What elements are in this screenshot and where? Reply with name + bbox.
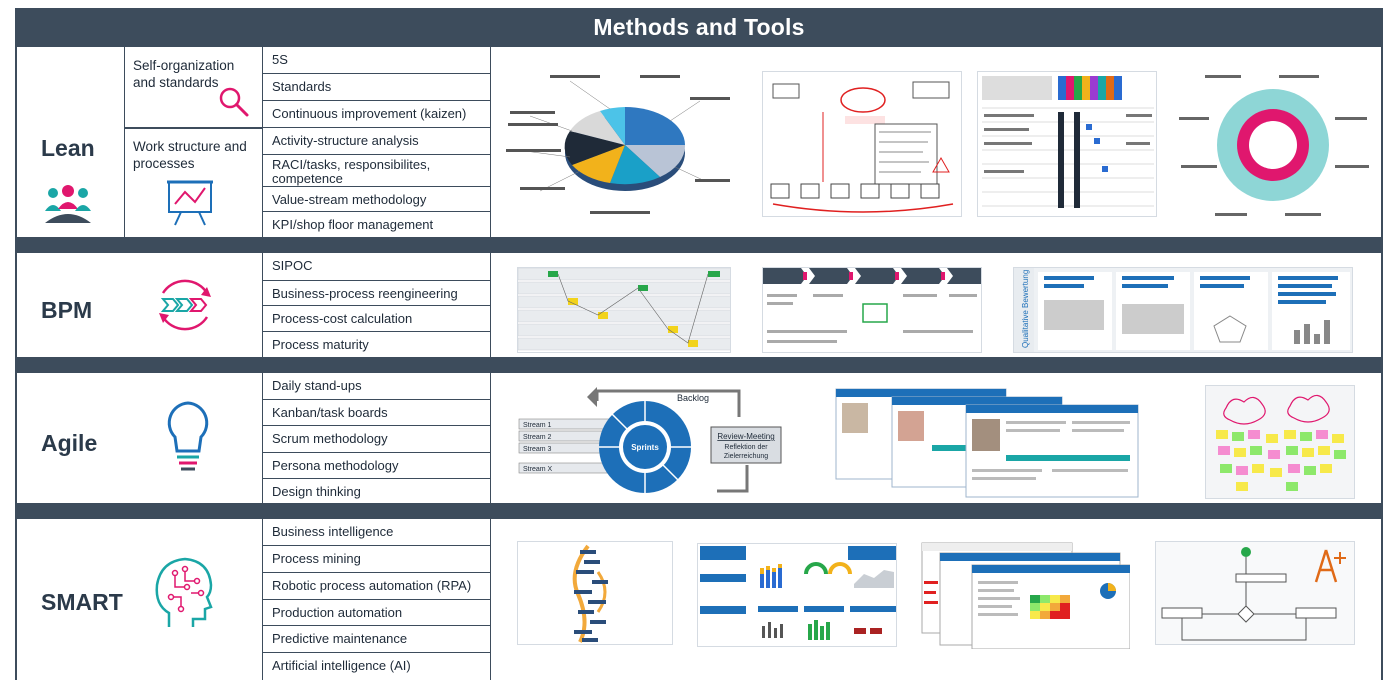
persona-sheets-thumbnail: [832, 385, 1142, 499]
list-item: Process mining: [263, 546, 491, 573]
list-item: Predictive maintenance: [263, 626, 491, 653]
list-item: Design thinking: [272, 484, 361, 499]
lean-subgroup-1: Self-organization and standards: [125, 47, 263, 127]
bpm-category-cell: BPM: [17, 253, 263, 357]
sticky-note-board-thumbnail: [1205, 385, 1355, 499]
subgroup-divider: [125, 127, 263, 129]
team-meeting-icon: [43, 185, 93, 230]
list-item: SIPOC: [263, 253, 491, 281]
stream-label: Stream 3: [523, 446, 552, 453]
process-cycle-icon: [155, 275, 215, 340]
lean-label: Lean: [41, 135, 95, 161]
bi-dashboard-thumbnail: [697, 543, 897, 647]
process-mining-thumbnail: [517, 541, 673, 645]
rpa-workflow-thumbnail: [1155, 541, 1355, 645]
maturity-assessment-thumbnail: Qualitative Bewertung Reifegrad: [1013, 267, 1353, 353]
bpm-label: BPM: [41, 297, 93, 323]
agile-items: Daily stand-ups Kanban/task boards Scrum…: [263, 373, 491, 503]
ai-head-icon: [151, 555, 215, 636]
lean-items: 5S Standards Continuous improvement (kai…: [263, 47, 491, 237]
lightbulb-icon: [163, 399, 213, 484]
list-item: Kanban/task boards: [263, 400, 491, 426]
raci-matrix-thumbnail: [977, 71, 1157, 217]
smart-category-cell: SMART: [17, 519, 263, 680]
lean-category-cell: Lean: [17, 47, 125, 237]
list-item: Business-process reengineering: [263, 281, 491, 306]
swimlane-diagram-thumbnail: [517, 267, 731, 353]
list-item: Activity-structure analysis: [263, 128, 491, 155]
magnifier-icon: [217, 85, 251, 124]
list-item: Robotic process automation (RPA): [263, 573, 491, 600]
page-title: Methods and Tools: [593, 14, 805, 40]
review-line: Zielerreichung: [724, 453, 768, 460]
list-item: Business intelligence: [263, 519, 491, 546]
scrum-cycle-thumbnail: Backlog Stream 1 Stream 2 Stream 3 Strea…: [517, 387, 787, 497]
list-item: 5S: [263, 47, 491, 74]
review-title: Review-Meeting: [717, 432, 774, 441]
list-item: Value-stream methodology: [263, 187, 491, 212]
list-item: RACI/tasks, responsibilites, competence: [263, 155, 491, 187]
subgroup-label: Work structure and processes: [133, 139, 247, 171]
list-item: Artificial intelligence (AI): [272, 658, 411, 673]
stream-label: Stream 1: [523, 422, 552, 429]
methods-tools-frame: Methods and Tools Lean Self-organization…: [15, 8, 1383, 680]
section-agile: Agile Daily stand-ups Kanban/task boards…: [17, 373, 1381, 503]
list-item: Continuous improvement (kaizen): [263, 101, 491, 128]
subgroup-label: Self-organization and standards: [133, 58, 235, 90]
sipoc-thumbnail: [762, 267, 982, 353]
list-item: Process-cost calculation: [263, 306, 491, 332]
agile-label: Agile: [41, 430, 98, 456]
list-item: Scrum methodology: [263, 426, 491, 453]
list-item: Standards: [263, 74, 491, 101]
list-item: KPI/shop floor management: [272, 217, 434, 232]
stream-label: Stream 2: [523, 434, 552, 441]
section-bpm: BPM SIPOC Business-process reengineering…: [17, 253, 1381, 357]
agile-category-cell: Agile: [17, 373, 263, 503]
smart-items: Business intelligence Process mining Rob…: [263, 519, 491, 680]
sprints-label: Sprints: [631, 443, 659, 452]
section-smart: SMART Business intelligence Process mini…: [17, 519, 1381, 680]
list-item: Production automation: [263, 600, 491, 626]
report-pages-thumbnail: [920, 541, 1130, 649]
scrum-backlog-label: Backlog: [677, 393, 709, 403]
list-item: Daily stand-ups: [263, 373, 491, 400]
bpm-items: SIPOC Business-process reengineering Pro…: [263, 253, 491, 357]
review-line: Reflektion der: [724, 444, 768, 451]
section-lean: Lean Self-organization and standards: [17, 47, 1381, 237]
presentation-board-icon: [165, 178, 215, 233]
pie-chart-thumbnail: [500, 61, 740, 227]
stream-label: Stream X: [523, 466, 553, 473]
smart-label: SMART: [41, 589, 123, 615]
list-item: Process maturity: [272, 337, 369, 352]
list-item: Persona methodology: [263, 453, 491, 479]
svg-text:Qualitative Bewertung Reifegra: Qualitative Bewertung Reifegrad: [1021, 268, 1030, 348]
value-stream-map-thumbnail: [762, 71, 962, 217]
waste-wheel-thumbnail: [1175, 65, 1371, 225]
title-bar: Methods and Tools: [15, 8, 1383, 47]
lean-subgroup-2: Work structure and processes: [125, 128, 263, 237]
